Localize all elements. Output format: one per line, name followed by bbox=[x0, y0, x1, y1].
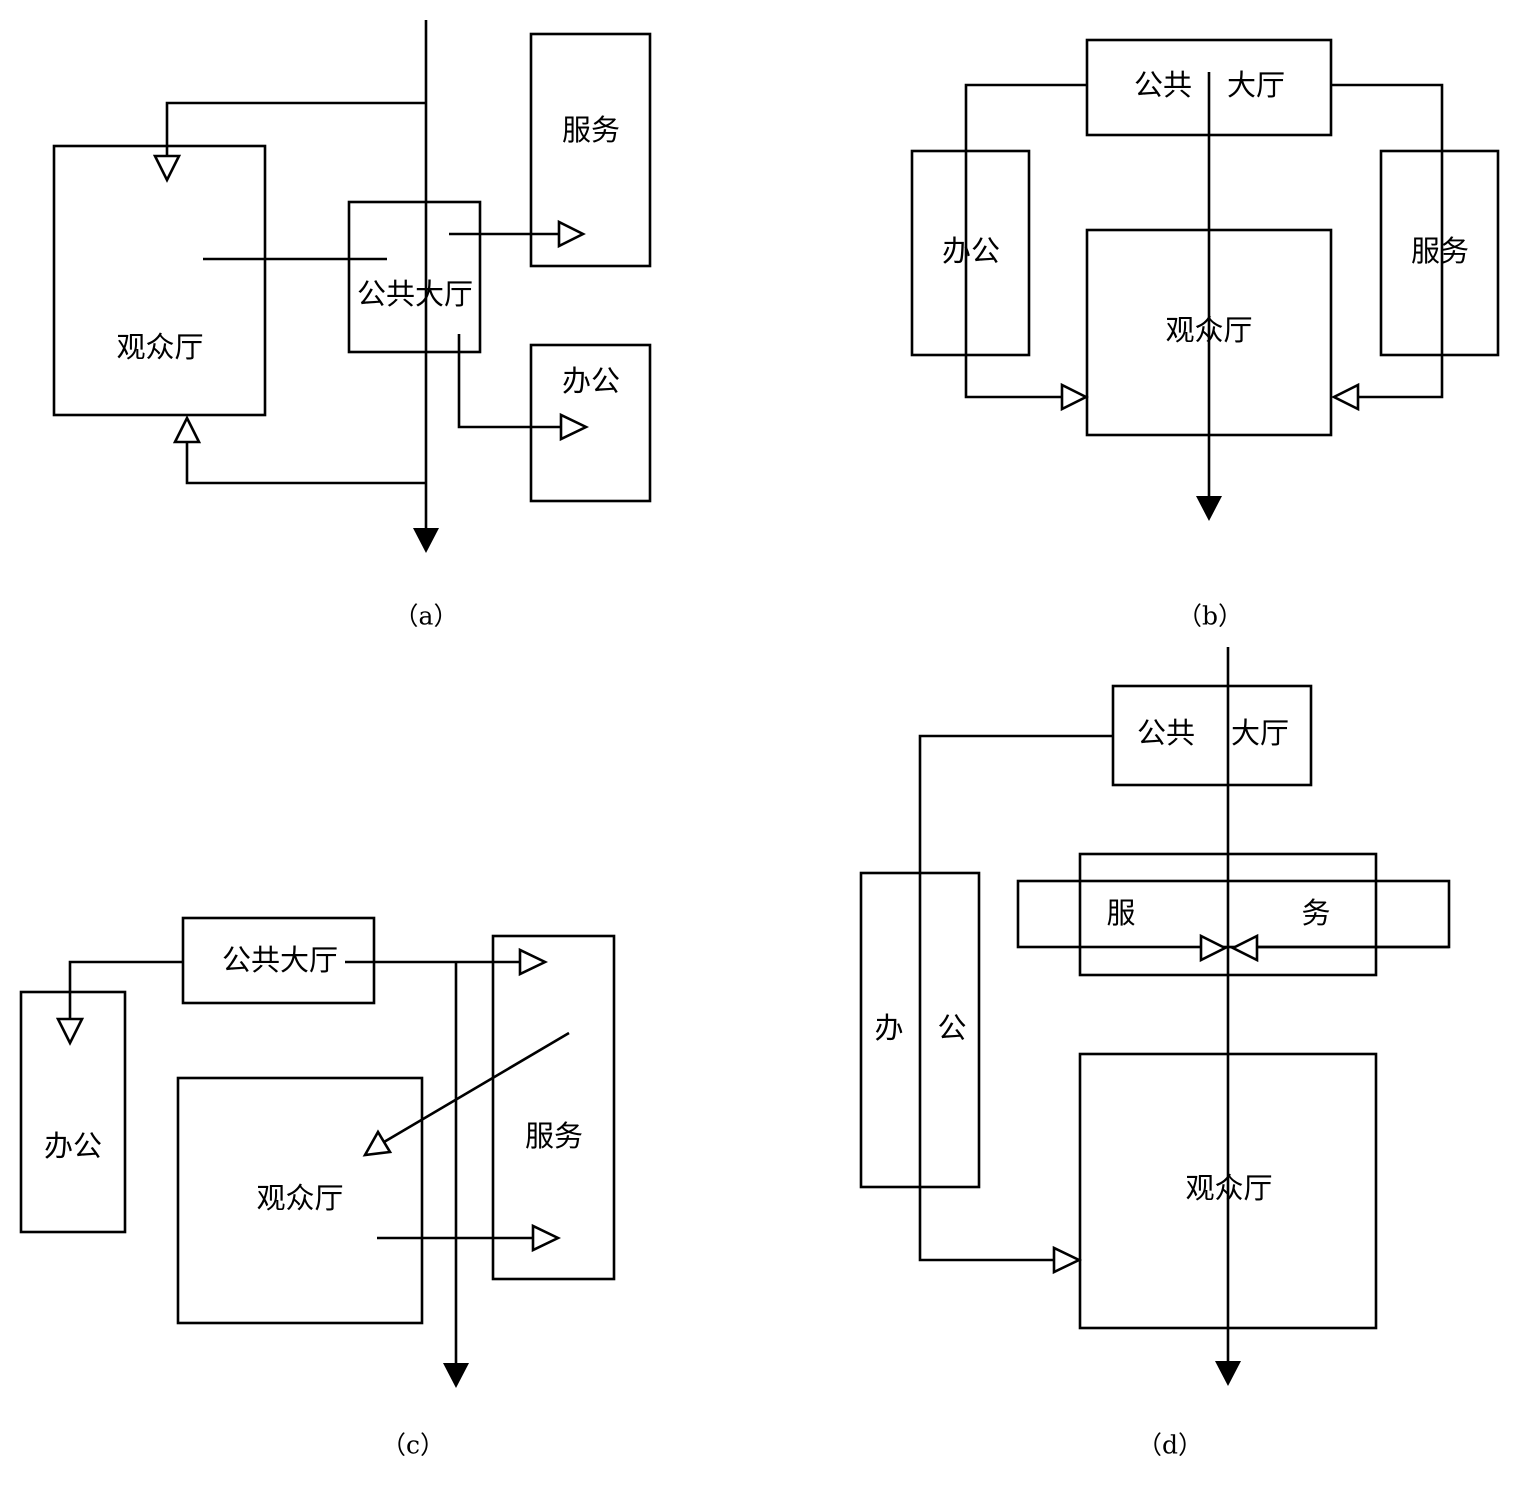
panel-c-auditorium-box bbox=[176, 1076, 424, 1325]
panel-c-auditorium-to-service-arrow bbox=[531, 1223, 562, 1253]
panel-b-main-flow-arrowhead bbox=[1196, 496, 1222, 521]
panel-d-office-loop-line bbox=[918, 734, 1113, 1262]
panel-c-service-box bbox=[491, 934, 616, 1281]
panel-a-auditorium-box bbox=[52, 144, 267, 417]
panel-a-office-label: 办公 bbox=[562, 364, 620, 398]
panel-d-service-right-label: 务 bbox=[1301, 896, 1330, 930]
panel-b-right-loop-line bbox=[1331, 83, 1444, 399]
panel-a-caption: （a） bbox=[394, 602, 459, 631]
panel-d-service-wide-box bbox=[1016, 879, 1451, 949]
panel-b-left-loop-line bbox=[964, 83, 1087, 399]
panel-d-caption: （d） bbox=[1137, 1431, 1203, 1460]
panel-d-main-flow-arrowhead bbox=[1215, 1361, 1241, 1386]
panel-a-public-hall-box bbox=[347, 200, 482, 354]
panel-b-right-loop-arrow bbox=[1331, 382, 1360, 412]
panel-d-public-hall-left-label: 公共 bbox=[1137, 716, 1195, 750]
panel-b-service-label: 服务 bbox=[1411, 234, 1469, 268]
panel-d-service-left-label: 服 bbox=[1106, 896, 1135, 930]
panel-c: 公共大厅 办公 观众厅 服务 （c） bbox=[19, 916, 616, 1460]
panel-d-office-right-label: 公 bbox=[937, 1011, 966, 1045]
panel-b-caption: （b） bbox=[1177, 602, 1243, 631]
panel-c-office-box bbox=[19, 990, 127, 1234]
panel-b: 公共 大厅 办公 服务 观众厅 （b） bbox=[910, 38, 1500, 631]
panel-c-auditorium-label: 观众厅 bbox=[256, 1181, 343, 1215]
panel-a-bottom-branch-line bbox=[185, 442, 426, 485]
panel-b-left-loop-arrow bbox=[1060, 382, 1089, 412]
panel-b-public-hall-left-label: 公共 bbox=[1134, 68, 1192, 102]
panel-a-top-branch-arrow bbox=[152, 154, 182, 183]
panel-b-office-box bbox=[910, 149, 1031, 357]
panel-c-public-hall-box bbox=[181, 916, 376, 1005]
panel-b-auditorium-label: 观众厅 bbox=[1165, 313, 1252, 347]
panel-c-to-office-arrow bbox=[55, 1017, 85, 1046]
panel-a: 服务 办公 观众厅 公共大厅 （a） bbox=[52, 20, 652, 631]
panel-a-bottom-branch-arrow bbox=[172, 415, 202, 444]
panel-d-service-arrow-right bbox=[1199, 933, 1228, 963]
panel-a-main-flow-arrowhead bbox=[413, 528, 439, 553]
panel-d-office-loop-arrow bbox=[1052, 1245, 1083, 1275]
panel-c-main-flow-arrowhead bbox=[443, 1363, 469, 1388]
panel-b-public-hall-right-label: 大厅 bbox=[1227, 68, 1285, 102]
panel-a-to-office-line bbox=[457, 334, 563, 429]
panel-c-public-hall-label: 公共大厅 bbox=[222, 943, 338, 977]
panel-a-auditorium-label: 观众厅 bbox=[116, 330, 203, 364]
panel-d-auditorium-label: 观众厅 bbox=[1185, 1171, 1272, 1205]
panel-a-to-office-arrow bbox=[559, 412, 590, 442]
panel-c-diagonal-arrow bbox=[362, 1129, 393, 1157]
panel-d-service-arrow-left bbox=[1230, 933, 1259, 963]
panel-c-caption: （c） bbox=[381, 1431, 445, 1460]
panel-c-office-label: 办公 bbox=[44, 1129, 102, 1163]
panel-a-service-label: 服务 bbox=[562, 113, 620, 147]
panel-d: 公共 大厅 服 务 办 公 观众厅 （d） bbox=[859, 647, 1451, 1460]
panel-a-service-box bbox=[529, 32, 652, 268]
panel-d-office-left-label: 办 bbox=[874, 1011, 903, 1045]
panel-c-to-service-arrow bbox=[518, 947, 549, 977]
panel-c-diagonal-line bbox=[383, 1031, 570, 1144]
panel-a-office-box bbox=[529, 343, 652, 503]
panel-a-public-hall-label: 公共大厅 bbox=[357, 277, 473, 311]
panel-c-service-label: 服务 bbox=[525, 1119, 583, 1153]
panel-a-to-service-arrow bbox=[557, 219, 586, 249]
panel-d-public-hall-right-label: 大厅 bbox=[1231, 716, 1289, 750]
panel-b-office-label: 办公 bbox=[942, 234, 1000, 268]
panel-a-top-branch-line bbox=[165, 101, 426, 158]
panel-c-to-office-line bbox=[68, 960, 183, 1020]
panel-b-service-box bbox=[1379, 149, 1500, 357]
